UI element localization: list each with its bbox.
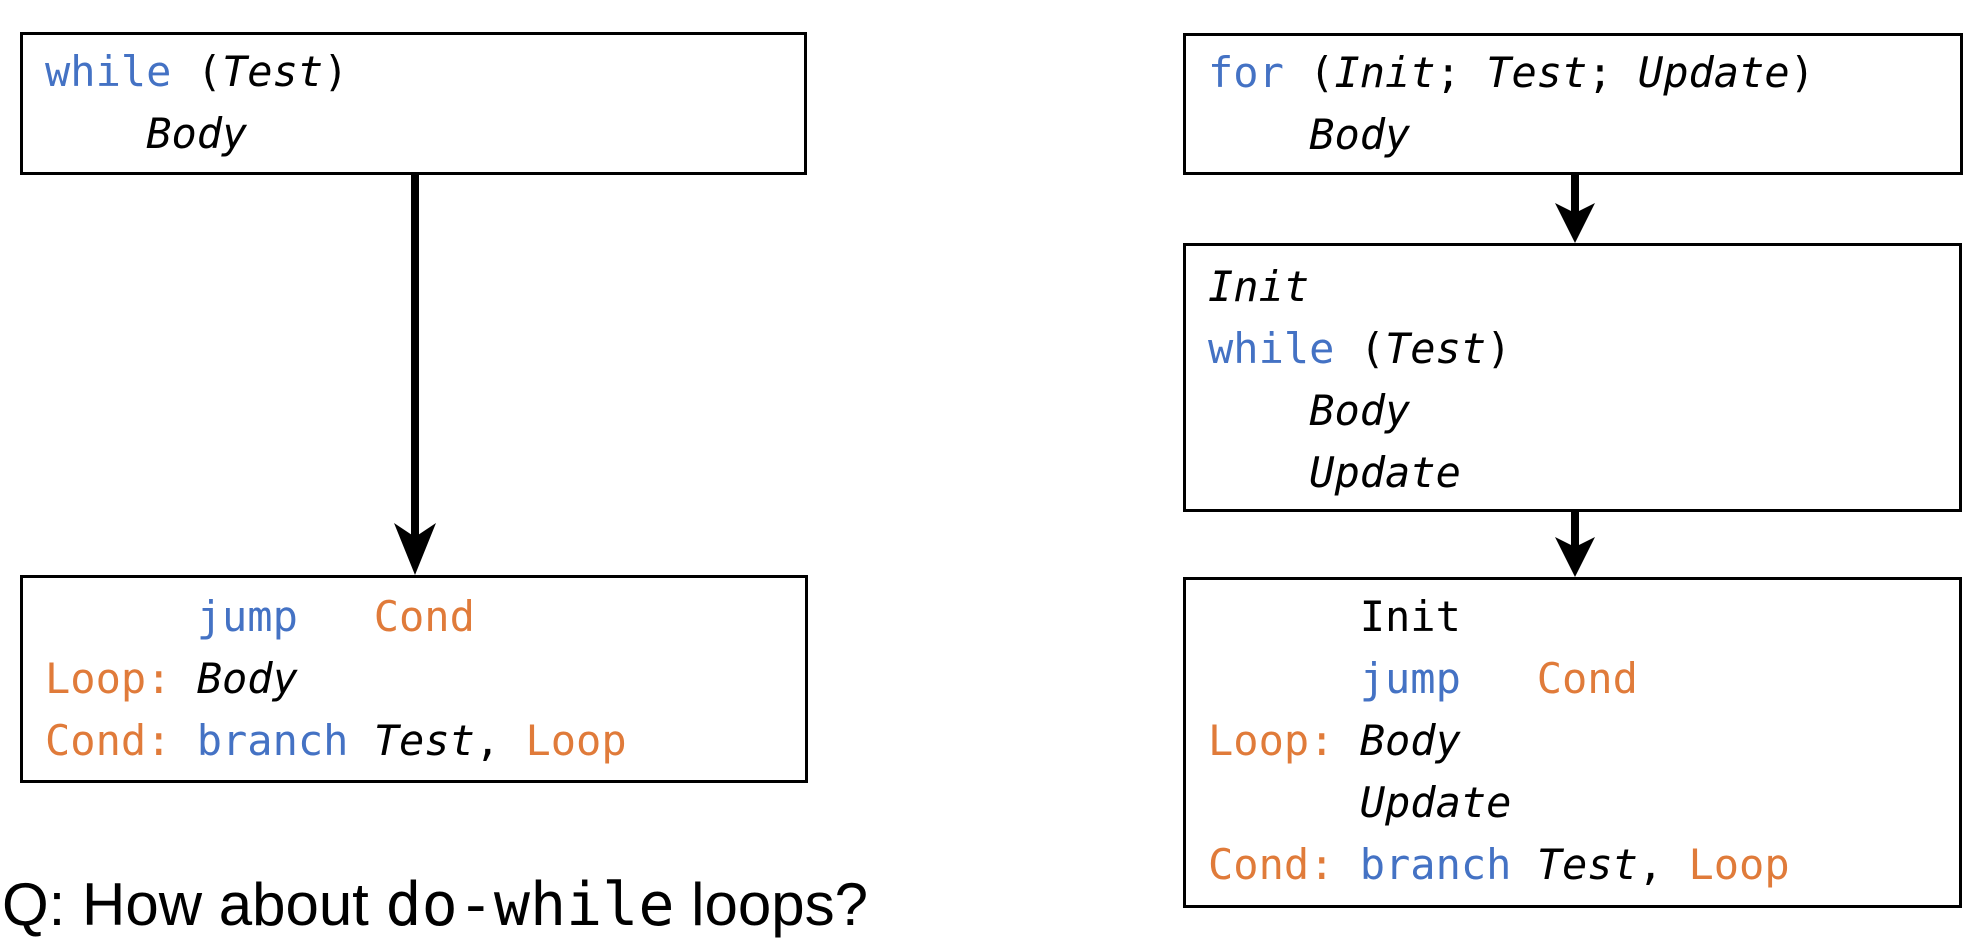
question-text: Q: How about do-while loops? (2, 870, 868, 940)
down-arrow-icon (1555, 512, 1595, 577)
while-source-box: while (Test) Body (20, 32, 807, 175)
for-source-box: for (Init; Test; Update) Body (1183, 33, 1963, 175)
down-arrow-icon (394, 175, 436, 575)
down-arrow-icon (1555, 175, 1595, 243)
